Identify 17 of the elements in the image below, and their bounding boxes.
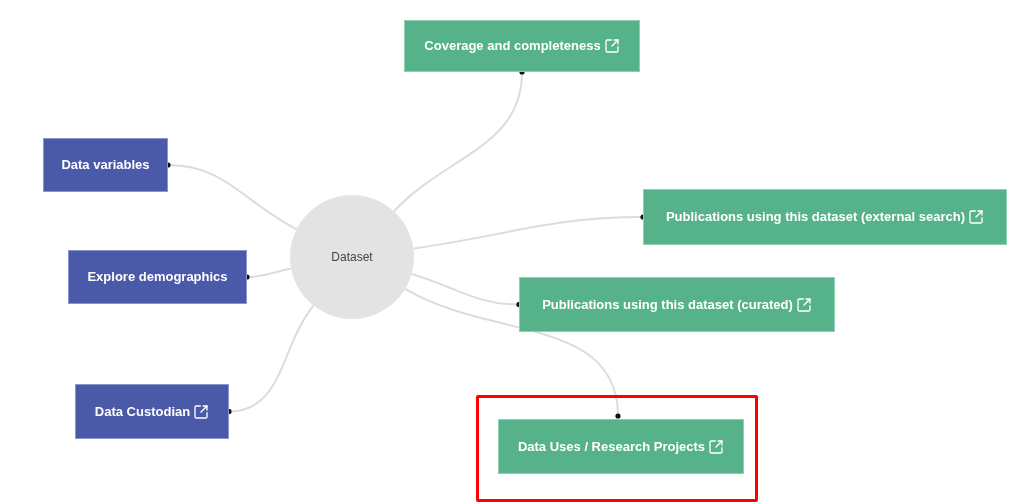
node-label: Coverage and completeness [424, 37, 601, 56]
topic-box [498, 419, 744, 474]
node-label: Explore demographics [87, 268, 228, 287]
topic-box [519, 277, 835, 332]
topic-box [75, 384, 229, 439]
topic-box [643, 189, 1007, 245]
node-label: Publications using this dataset (external search) [665, 208, 966, 227]
node-label: Data Uses / Research Projects [517, 437, 706, 456]
topic-box [404, 20, 640, 72]
node-label: Data variables [61, 156, 150, 175]
connector-line [404, 287, 621, 419]
node-label: Publications using this dataset (curated) [542, 295, 793, 314]
topic-box [68, 250, 247, 304]
node-label: Dataset [331, 249, 373, 266]
highlight-frame [476, 395, 758, 502]
node-label: Data Custodian [94, 402, 191, 421]
topic-box [43, 138, 168, 192]
